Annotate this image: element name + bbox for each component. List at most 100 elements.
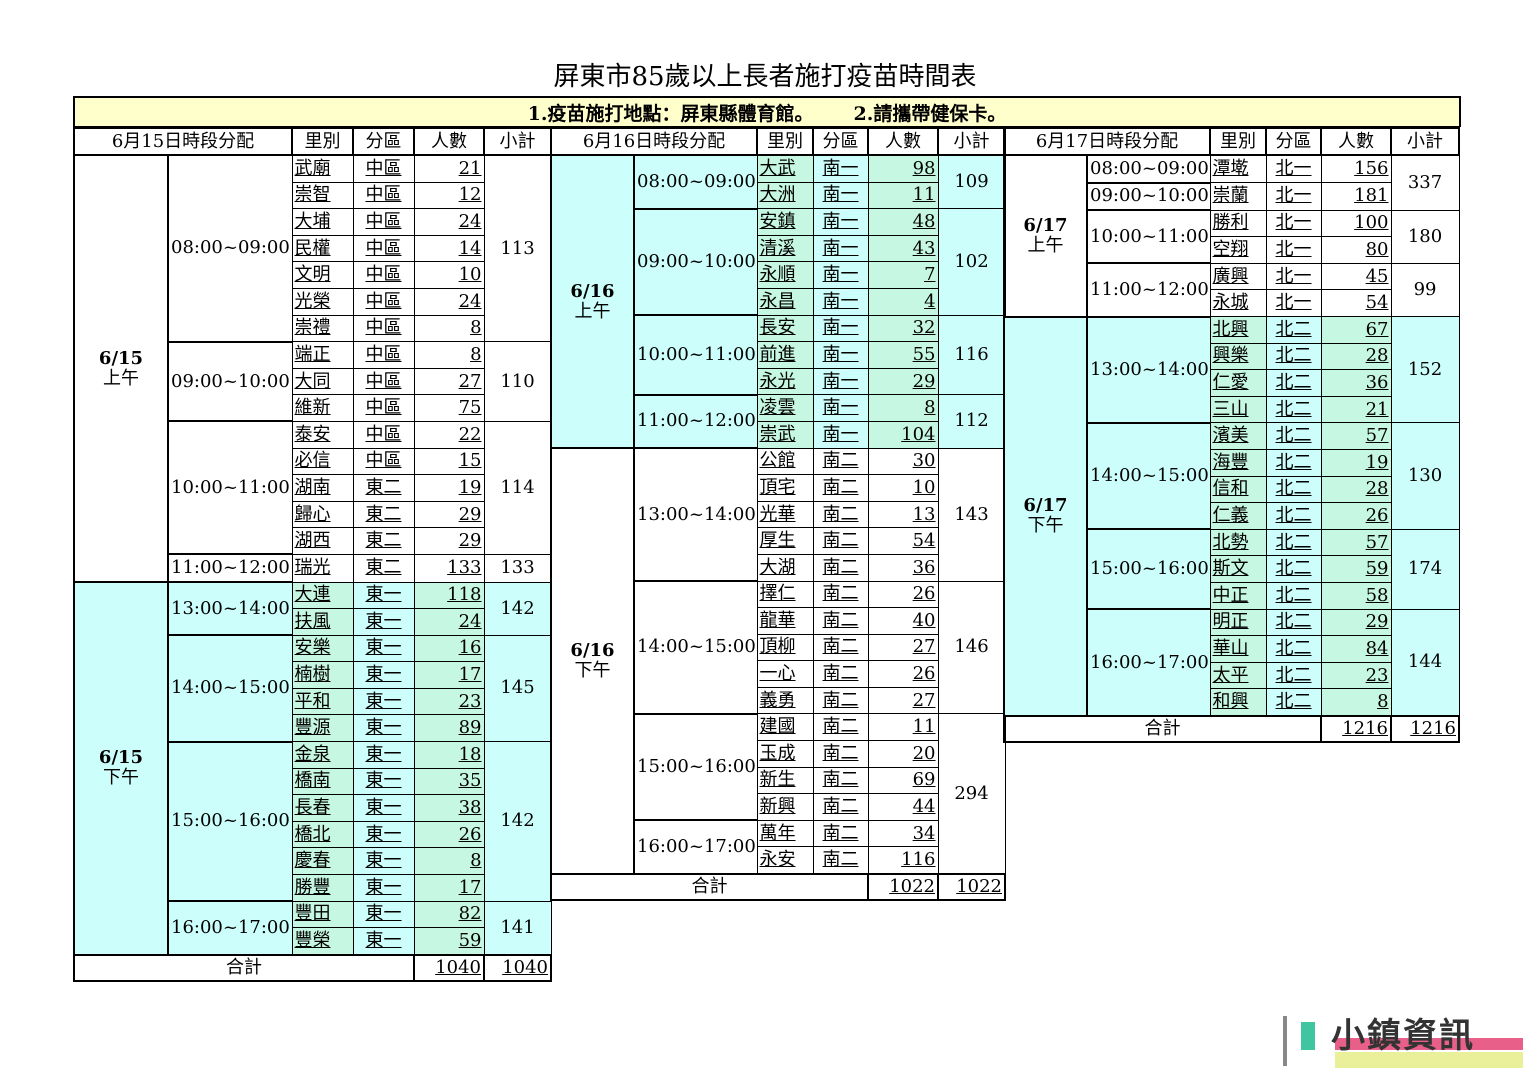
headcount: 28 bbox=[1320, 475, 1392, 504]
time-slot: 16:00~17:00 bbox=[632, 819, 758, 876]
district: 南一 bbox=[812, 420, 869, 449]
village: 豐源 bbox=[291, 714, 354, 743]
district: 南二 bbox=[812, 740, 869, 768]
village: 平和 bbox=[291, 687, 354, 716]
headcount: 59 bbox=[413, 927, 485, 956]
district: 北二 bbox=[1265, 582, 1322, 610]
headcount: 55 bbox=[867, 341, 939, 369]
headcount: 17 bbox=[413, 661, 485, 689]
time-slot: 08:00~09:00 bbox=[632, 154, 758, 210]
headcount: 32 bbox=[867, 314, 939, 343]
village: 義勇 bbox=[756, 686, 814, 715]
village: 豐田 bbox=[291, 900, 354, 929]
district: 南二 bbox=[812, 686, 869, 715]
headcount: 15 bbox=[413, 447, 485, 476]
header-time-allocation: 6月16日時段分配 bbox=[549, 127, 759, 156]
district: 南一 bbox=[812, 394, 869, 422]
village: 北勢 bbox=[1209, 528, 1267, 557]
district: 南一 bbox=[812, 287, 869, 316]
district: 東二 bbox=[352, 500, 415, 529]
village: 瑞光 bbox=[291, 553, 354, 583]
district: 中區 bbox=[352, 420, 415, 449]
subtotal: 114 bbox=[483, 420, 552, 555]
headcount: 23 bbox=[1320, 661, 1392, 690]
logo-icon bbox=[1283, 1016, 1327, 1066]
subtotal: 294 bbox=[937, 713, 1006, 875]
headcount: 23 bbox=[413, 687, 485, 716]
header-column: 小計 bbox=[937, 127, 1007, 156]
village: 信和 bbox=[1209, 475, 1267, 504]
headcount: 19 bbox=[1320, 449, 1392, 477]
headcount: 4 bbox=[867, 287, 939, 316]
headcount: 43 bbox=[867, 234, 939, 263]
headcount: 26 bbox=[867, 660, 939, 688]
headcount: 12 bbox=[413, 181, 485, 210]
time-slot: 10:00~11:00 bbox=[166, 420, 293, 556]
village: 前進 bbox=[756, 341, 814, 369]
district: 中區 bbox=[352, 341, 415, 369]
district: 北二 bbox=[1265, 502, 1322, 530]
district: 北一 bbox=[1265, 209, 1322, 238]
village: 仁愛 bbox=[1209, 369, 1267, 397]
subtotal: 141 bbox=[483, 900, 552, 956]
district: 東二 bbox=[352, 474, 415, 502]
village: 崇智 bbox=[291, 181, 354, 210]
district: 中區 bbox=[352, 208, 415, 236]
district: 東二 bbox=[352, 553, 415, 583]
subtotal: 130 bbox=[1390, 422, 1460, 530]
district: 中區 bbox=[352, 234, 415, 263]
village: 勝利 bbox=[1209, 209, 1267, 238]
headcount: 75 bbox=[413, 394, 485, 422]
headcount: 29 bbox=[413, 527, 485, 555]
period-label: 下午 bbox=[103, 767, 139, 789]
village: 崇蘭 bbox=[1209, 182, 1267, 211]
subtotal: 152 bbox=[1390, 316, 1460, 424]
village: 大武 bbox=[756, 154, 814, 183]
id-card-note: 2.請攜帶健保卡。 bbox=[853, 102, 1007, 125]
district: 南一 bbox=[812, 261, 869, 289]
headcount: 11 bbox=[867, 713, 939, 742]
district: 北二 bbox=[1265, 422, 1322, 451]
total-count: 1022 bbox=[867, 873, 940, 902]
district: 北二 bbox=[1265, 475, 1322, 504]
logo-subbar bbox=[1335, 1052, 1523, 1068]
district: 南二 bbox=[812, 580, 869, 609]
district: 南二 bbox=[812, 607, 869, 635]
district: 東一 bbox=[352, 608, 415, 636]
district: 北二 bbox=[1265, 395, 1322, 424]
district: 北一 bbox=[1265, 262, 1322, 291]
subtotal: 116 bbox=[937, 314, 1006, 396]
subtotal: 174 bbox=[1390, 528, 1460, 610]
headcount: 11 bbox=[867, 181, 939, 210]
subtotal: 337 bbox=[1390, 154, 1460, 211]
district: 南二 bbox=[812, 766, 869, 795]
village: 光榮 bbox=[291, 287, 354, 316]
district: 南一 bbox=[812, 181, 869, 210]
village: 安樂 bbox=[291, 634, 354, 663]
headcount: 19 bbox=[413, 474, 485, 502]
period-label: 上午 bbox=[574, 300, 611, 322]
district: 北二 bbox=[1265, 316, 1322, 344]
logo-text: 小鎮資訊 bbox=[1331, 1016, 1475, 1056]
headcount: 27 bbox=[867, 686, 939, 715]
district: 北一 bbox=[1265, 182, 1322, 211]
village: 金泉 bbox=[291, 741, 354, 769]
village: 清溪 bbox=[756, 234, 814, 263]
village: 崇禮 bbox=[291, 314, 354, 343]
